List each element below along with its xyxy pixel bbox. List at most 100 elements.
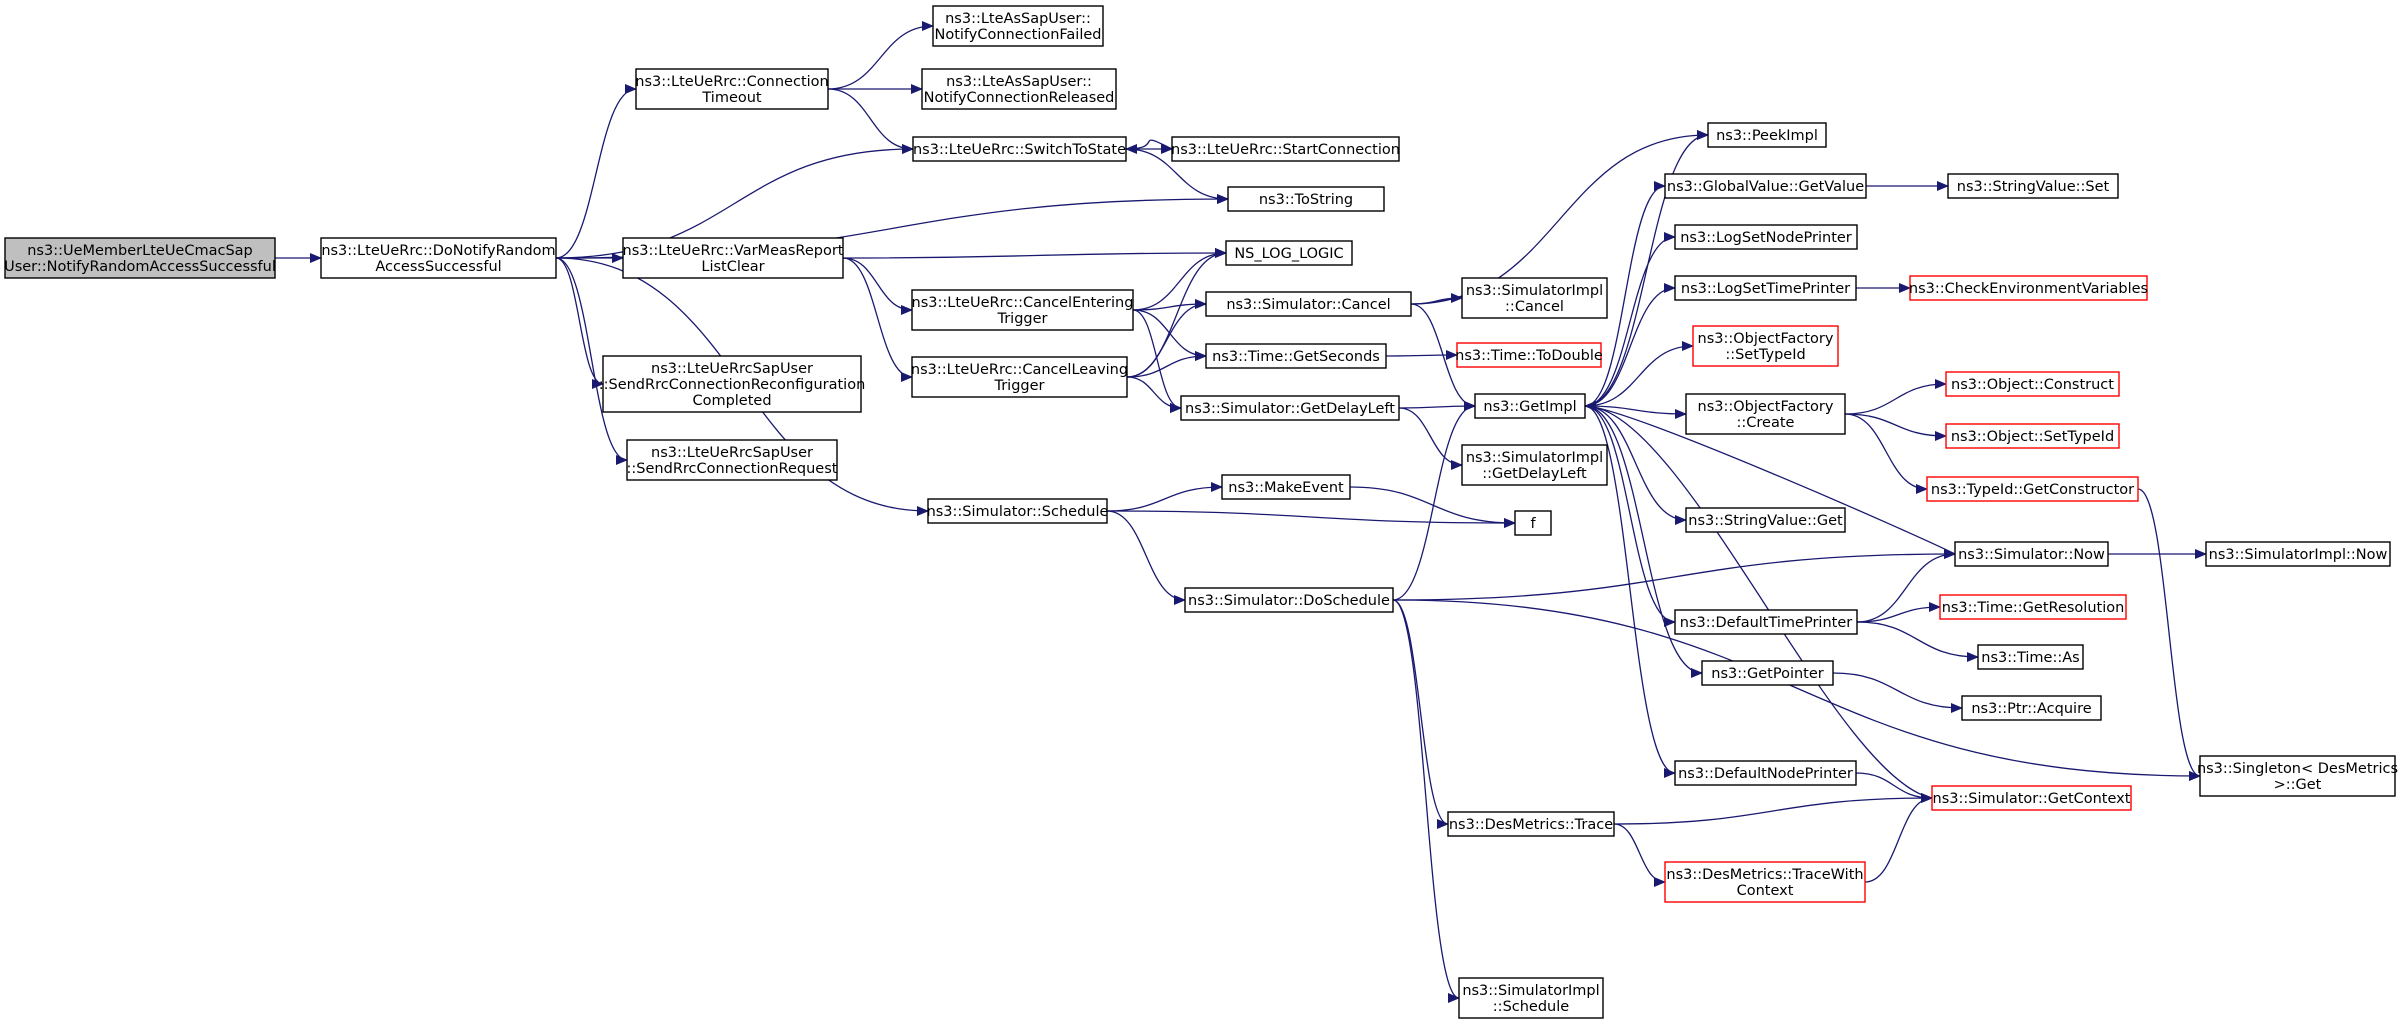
node-label: AccessSuccessful: [375, 259, 501, 275]
graph-node-n36[interactable]: ns3::DefaultNodePrinter: [1674, 760, 1857, 786]
edge-n1-to-n13: [555, 257, 628, 465]
edge-n34-to-n45: [1856, 621, 1979, 662]
edge-n10-to-n9: [1132, 248, 1227, 311]
node-label: ns3::ToString: [1259, 192, 1353, 208]
node-label: >::Get: [2274, 777, 2322, 793]
graph-node-n44[interactable]: ns3::Time::GetResolution: [1939, 594, 2127, 620]
node-box: [1674, 609, 1858, 635]
graph-node-n47[interactable]: ns3::Simulator::GetContext: [1931, 785, 2132, 811]
node-label: ns3::GetPointer: [1711, 666, 1824, 682]
node-label: ns3::SimulatorImpl: [1462, 983, 1599, 999]
graph-node-n41[interactable]: ns3::Object::SetTypeId: [1945, 423, 2120, 449]
graph-node-n45[interactable]: ns3::Time::As: [1977, 644, 2084, 670]
graph-node-n28[interactable]: ns3::GlobalValue::GetValue: [1664, 173, 1867, 199]
node-label: ns3::ObjectFactory: [1698, 331, 1834, 347]
node-label: ns3::LteUeRrc::StartConnection: [1171, 142, 1400, 158]
graph-node-n27[interactable]: ns3::PeekImpl: [1707, 122, 1827, 148]
node-label: ns3::Simulator::GetDelayLeft: [1185, 401, 1395, 417]
node-label: ns3::LteUeRrc::VarMeasReport: [623, 243, 844, 259]
graph-node-n19[interactable]: ns3::Simulator::DoSchedule: [1184, 587, 1394, 613]
edge-n25-to-n47: [1613, 793, 1933, 825]
graph-node-n32[interactable]: ns3::ObjectFactory::Create: [1685, 393, 1846, 435]
edge-n23-to-n28: [1584, 181, 1666, 407]
node-label: ns3::Simulator::Schedule: [927, 504, 1109, 520]
graph-node-n24[interactable]: ns3::SimulatorImpl::GetDelayLeft: [1461, 444, 1608, 486]
graph-node-n48[interactable]: ns3::SimulatorImpl::Now: [2205, 541, 2391, 567]
edge-n23-to-n27: [1584, 130, 1709, 407]
edge-n47-to-n23: [1584, 401, 1933, 799]
graph-node-n33[interactable]: ns3::StringValue::Get: [1685, 507, 1846, 533]
node-box: [1685, 393, 1846, 435]
graph-node-n5[interactable]: ns3::LteUeRrc::SwitchToState: [912, 136, 1127, 162]
node-label: Timeout: [701, 90, 762, 106]
graph-node-n22[interactable]: ns3::Time::ToDouble: [1455, 342, 1603, 368]
graph-node-n12[interactable]: ns3::LteUeRrcSapUser::SendRrcConnectionR…: [599, 355, 866, 413]
graph-node-n9[interactable]: NS_LOG_LOGIC: [1225, 240, 1353, 266]
graph-node-n3[interactable]: ns3::LteAsSapUser::NotifyConnectionFaile…: [932, 5, 1104, 47]
graph-node-n23[interactable]: ns3::GetImpl: [1474, 393, 1586, 419]
node-label: f: [1530, 516, 1536, 532]
graph-node-n35[interactable]: ns3::GetPointer: [1701, 660, 1834, 686]
node-label: ns3::LteUeRrcSapUser: [651, 361, 813, 377]
graph-node-n20[interactable]: f: [1514, 510, 1552, 536]
node-label: ns3::StringValue::Set: [1957, 179, 2110, 195]
node-label: ns3::Simulator::Now: [1958, 547, 2105, 563]
node-box: [1458, 977, 1604, 1019]
node-box: [1514, 510, 1552, 536]
edge-n25-to-n37: [1613, 823, 1666, 887]
node-box: [1931, 785, 2132, 811]
node-box: [635, 68, 829, 110]
graph-node-n40[interactable]: ns3::Object::Construct: [1945, 371, 2120, 397]
edge-n17-to-n24: [1398, 407, 1463, 470]
node-box: [1184, 587, 1394, 613]
node-label: ns3::DefaultTimePrinter: [1680, 615, 1852, 631]
graph-node-n34[interactable]: ns3::DefaultTimePrinter: [1674, 609, 1858, 635]
graph-node-n49[interactable]: ns3::Singleton< DesMetrics>::Get: [2197, 755, 2398, 797]
node-box: [1939, 594, 2127, 620]
edge-n8-to-n9: [842, 248, 1227, 259]
graph-node-n16[interactable]: ns3::Time::GetSeconds: [1205, 343, 1387, 369]
graph-node-n42[interactable]: ns3::TypeId::GetConstructor: [1926, 476, 2139, 502]
node-label: ns3::TypeId::GetConstructor: [1931, 482, 2134, 498]
graph-node-n14[interactable]: ns3::Simulator::Schedule: [927, 498, 1109, 524]
graph-node-n29[interactable]: ns3::LogSetNodePrinter: [1674, 224, 1858, 250]
graph-node-n4[interactable]: ns3::LteAsSapUser::NotifyConnectionRelea…: [921, 68, 1117, 110]
edge-n14-to-n19: [1106, 510, 1186, 605]
edge-n14-to-n18: [1106, 482, 1223, 512]
node-box: [1456, 342, 1602, 368]
graph-node-n26[interactable]: ns3::SimulatorImpl::Schedule: [1458, 977, 1604, 1019]
graph-node-n13[interactable]: ns3::LteUeRrcSapUser::SendRrcConnectionR…: [626, 439, 838, 481]
node-label: Trigger: [996, 311, 1047, 327]
edge-n23-to-n29: [1584, 232, 1676, 407]
graph-node-n7[interactable]: ns3::ToString: [1227, 186, 1385, 212]
graph-node-n30[interactable]: ns3::LogSetTimePrinter: [1674, 275, 1857, 301]
node-box: [1961, 695, 2102, 721]
graph-node-n6[interactable]: ns3::LteUeRrc::StartConnection: [1171, 136, 1400, 162]
graph-node-n31[interactable]: ns3::ObjectFactory::SetTypeId: [1692, 325, 1839, 367]
edge-n11-to-n15: [1126, 299, 1207, 378]
graph-node-n1[interactable]: ns3::LteUeRrc::DoNotifyRandomAccessSucce…: [320, 237, 557, 279]
edge-n19-to-n26: [1392, 599, 1460, 1003]
graph-node-n21[interactable]: ns3::SimulatorImpl::Cancel: [1461, 277, 1608, 319]
graph-node-n43[interactable]: ns3::Simulator::Now: [1954, 541, 2109, 567]
edge-n5-to-n7: [1125, 148, 1229, 204]
node-label: ns3::LteUeRrcSapUser: [651, 445, 813, 461]
graph-node-n17[interactable]: ns3::Simulator::GetDelayLeft: [1180, 395, 1400, 421]
node-label: ns3::Simulator::DoSchedule: [1188, 593, 1390, 609]
node-label: ns3::LteAsSapUser::: [945, 11, 1091, 27]
graph-node-n15[interactable]: ns3::Simulator::Cancel: [1205, 291, 1412, 317]
graph-node-n38[interactable]: ns3::StringValue::Set: [1947, 173, 2119, 199]
node-label: ns3::Simulator::GetContext: [1933, 791, 2131, 807]
graph-node-n39[interactable]: ns3::CheckEnvironmentVariables: [1909, 275, 2148, 301]
edge-n23-to-n36: [1584, 405, 1676, 778]
graph-node-n18[interactable]: ns3::MakeEvent: [1221, 474, 1351, 500]
edge-n43-to-n23: [1584, 401, 1956, 555]
graph-node-n25[interactable]: ns3::DesMetrics::Trace: [1447, 811, 1615, 837]
graph-node-n46[interactable]: ns3::Ptr::Acquire: [1961, 695, 2102, 721]
